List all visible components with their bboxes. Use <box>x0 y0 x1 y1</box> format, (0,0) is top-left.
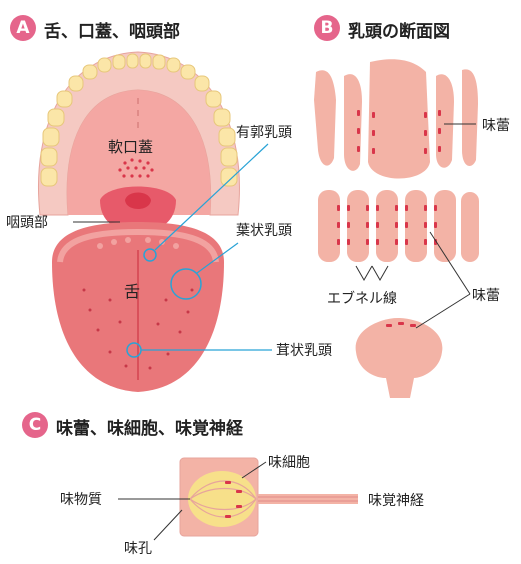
label-soft-palate: 軟口蓋 <box>108 136 153 157</box>
label-ebner-glands: エブネル線 <box>327 288 397 308</box>
section-b-title: 乳頭の断面図 <box>348 17 450 42</box>
label-pharynx: 咽頭部 <box>6 212 48 232</box>
section-c-title: 味蕾、味細胞、味覚神経 <box>56 414 243 439</box>
label-taste-bud-top: 味蕾 <box>482 115 510 135</box>
section-a-title: 舌、口蓋、咽頭部 <box>44 17 180 42</box>
label-foliate-papilla: 葉状乳頭 <box>236 220 292 240</box>
mouth-illustration <box>38 52 239 392</box>
section-a-badge: A <box>10 15 36 41</box>
circumvallate-section <box>314 59 478 178</box>
label-taste-substance: 味物質 <box>60 489 102 509</box>
label-taste-nerve: 味覚神経 <box>368 490 424 510</box>
label-circumvallate-papilla: 有郭乳頭 <box>236 122 292 142</box>
label-taste-bud-mid: 味蕾 <box>472 285 500 305</box>
label-fungiform-papilla: 茸状乳頭 <box>276 340 332 360</box>
label-taste-cell: 味細胞 <box>268 452 310 472</box>
label-tongue: 舌 <box>124 278 140 302</box>
section-c-badge: C <box>22 412 48 438</box>
foliate-section <box>318 190 479 280</box>
label-taste-pore: 味孔 <box>124 538 152 558</box>
fungiform-section <box>356 318 443 398</box>
section-b-badge: B <box>314 15 340 41</box>
